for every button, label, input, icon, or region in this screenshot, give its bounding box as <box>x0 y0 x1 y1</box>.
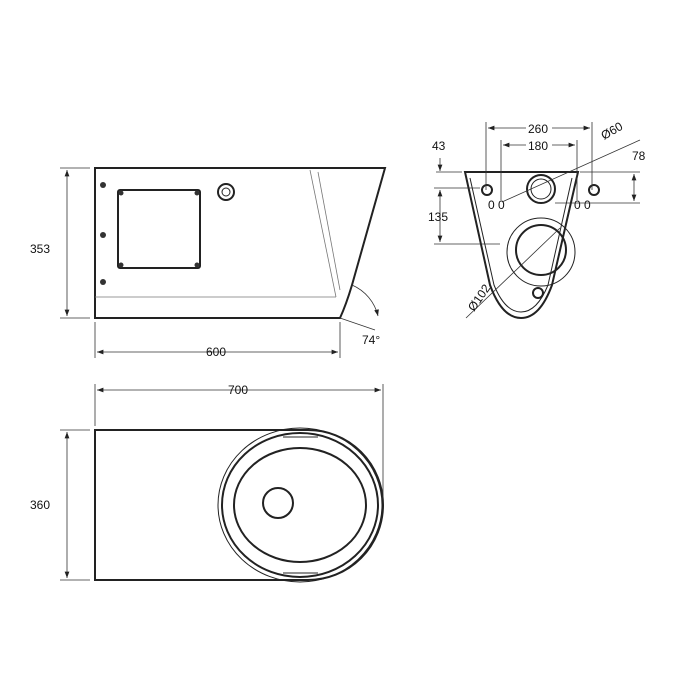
access-panel <box>117 189 201 269</box>
side-view: 353 600 74° <box>30 167 387 359</box>
height-dimension: 353 <box>30 242 50 256</box>
front-view: 0 0 0 0 260 180 Ø60 43 78 135 Ø102 <box>428 119 646 320</box>
drain-hole <box>262 487 294 519</box>
angle-dimension: 74° <box>362 333 380 347</box>
top-view: 700 360 <box>30 383 384 583</box>
outlet-height-dimension: 135 <box>428 210 448 224</box>
length-dimension: 700 <box>228 383 248 397</box>
depth-dimension: 600 <box>206 345 226 359</box>
svg-text:0 0: 0 0 <box>488 198 505 212</box>
right-offset-dimension: 78 <box>632 149 646 163</box>
top-offset-dimension: 43 <box>432 139 446 153</box>
width-dimension: 360 <box>30 498 50 512</box>
button-icon <box>217 183 235 201</box>
outlet-diameter-dimension: Ø102 <box>465 281 493 313</box>
svg-text:0 0: 0 0 <box>574 198 591 212</box>
inlet-diameter-dimension: Ø60 <box>599 119 626 143</box>
inner-spacing-dimension: 180 <box>528 139 548 153</box>
outer-spacing-dimension: 260 <box>528 122 548 136</box>
